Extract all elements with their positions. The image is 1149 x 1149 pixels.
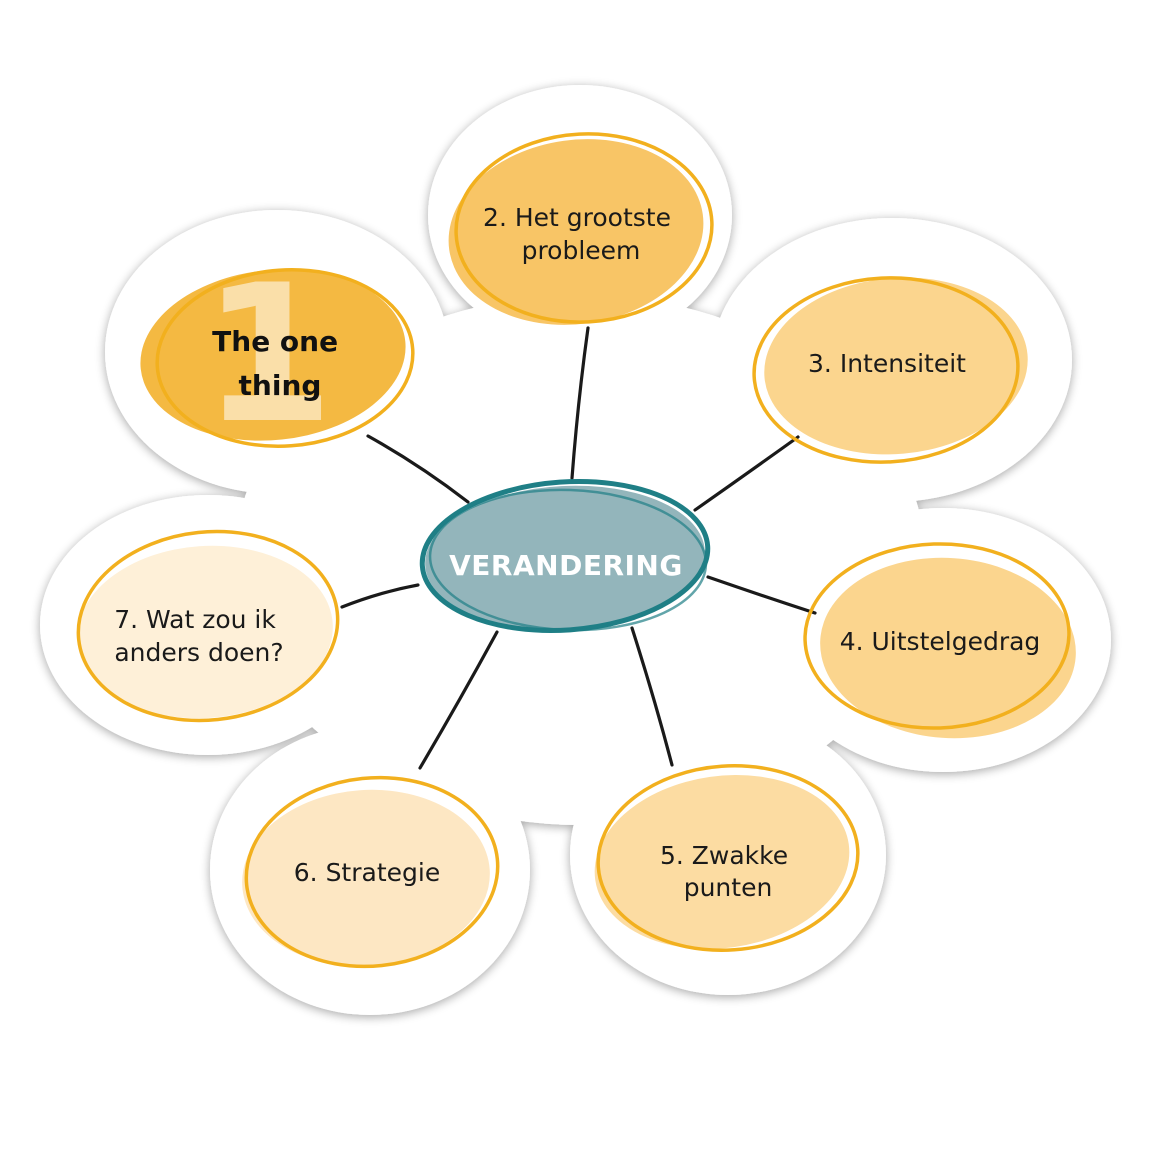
svg-text:3. Intensiteit: 3. Intensiteit	[808, 349, 966, 378]
connector-6	[418, 630, 499, 770]
node-intensiteit: 3. Intensiteit	[752, 276, 1028, 464]
node-zwakke-punten: 5. Zwakke punten	[594, 764, 860, 952]
center-blob	[425, 485, 705, 631]
node-3-blob	[764, 277, 1028, 455]
connector-4	[706, 575, 817, 615]
node-1-label-line-1: The one	[212, 325, 338, 358]
connectors	[340, 326, 817, 770]
node-het-grootste-probleem: 2. Het grootste probleem	[448, 132, 714, 325]
node-5-blob	[594, 774, 850, 950]
node-4-blob	[820, 557, 1076, 739]
connector-7	[340, 583, 420, 609]
connector-2	[570, 326, 590, 480]
svg-text:2. Het grootste probleem: 2. Het grootste probleem	[483, 203, 679, 265]
center-label: VERANDERING	[449, 549, 683, 582]
node-5-ring	[596, 764, 860, 952]
node-2-label-line-1: 2. Het grootste	[483, 203, 671, 232]
connector-3	[693, 435, 800, 512]
node-3-label-line-1: 3. Intensiteit	[808, 349, 966, 378]
node-5-label-line-1: 5. Zwakke	[660, 841, 788, 870]
center-node: VERANDERING	[419, 479, 711, 633]
node-4-ring	[803, 542, 1071, 730]
node-7-ring	[76, 529, 340, 723]
node-1-ring	[155, 268, 415, 448]
node-6-label-line-1: 6. Strategie	[294, 858, 440, 887]
svg-text:5. Zwakke punten: 5. Zwakke punten	[660, 841, 796, 902]
node-2-blob	[448, 139, 704, 325]
node-6-ring	[244, 775, 500, 969]
node-2-ring	[454, 132, 714, 324]
node-2-label-line-2: probleem	[522, 236, 641, 265]
node-1-digit: 1	[202, 244, 334, 465]
node-3-ring	[752, 276, 1020, 464]
node-wat-zou-ik-anders-doen: 7. Wat zou ik anders doen?	[76, 529, 340, 723]
node-uitstelgedrag: 4. Uitstelgedrag	[803, 542, 1076, 739]
node-7-blob	[77, 545, 333, 719]
node-the-one-thing: 1 The one thing	[140, 244, 415, 465]
svg-text:7. Wat zou ik anders doe: 7. Wat zou ik anders doen?	[114, 605, 284, 667]
node-1-label-line-2: thing	[239, 369, 322, 402]
svg-text:4. Uitstelgedrag: 4. Uitstelgedrag	[840, 627, 1041, 656]
svg-text:The one thing: The one thing	[212, 325, 348, 402]
center-ring-sketch	[428, 488, 708, 632]
node-5-label-line-2: punten	[684, 873, 773, 902]
node-7-label-line-2: anders doen?	[114, 638, 283, 667]
node-strategie: 6. Strategie	[242, 775, 500, 969]
node-1-blob	[140, 269, 406, 441]
connector-5	[630, 626, 674, 767]
node-4-label-line-1: 4. Uitstelgedrag	[840, 627, 1041, 656]
node-6-blob	[242, 789, 490, 967]
connector-1	[366, 434, 470, 504]
node-7-label-line-1: 7. Wat zou ik	[114, 605, 276, 634]
svg-text:6. Strategie: 6. Strategie	[294, 858, 440, 887]
